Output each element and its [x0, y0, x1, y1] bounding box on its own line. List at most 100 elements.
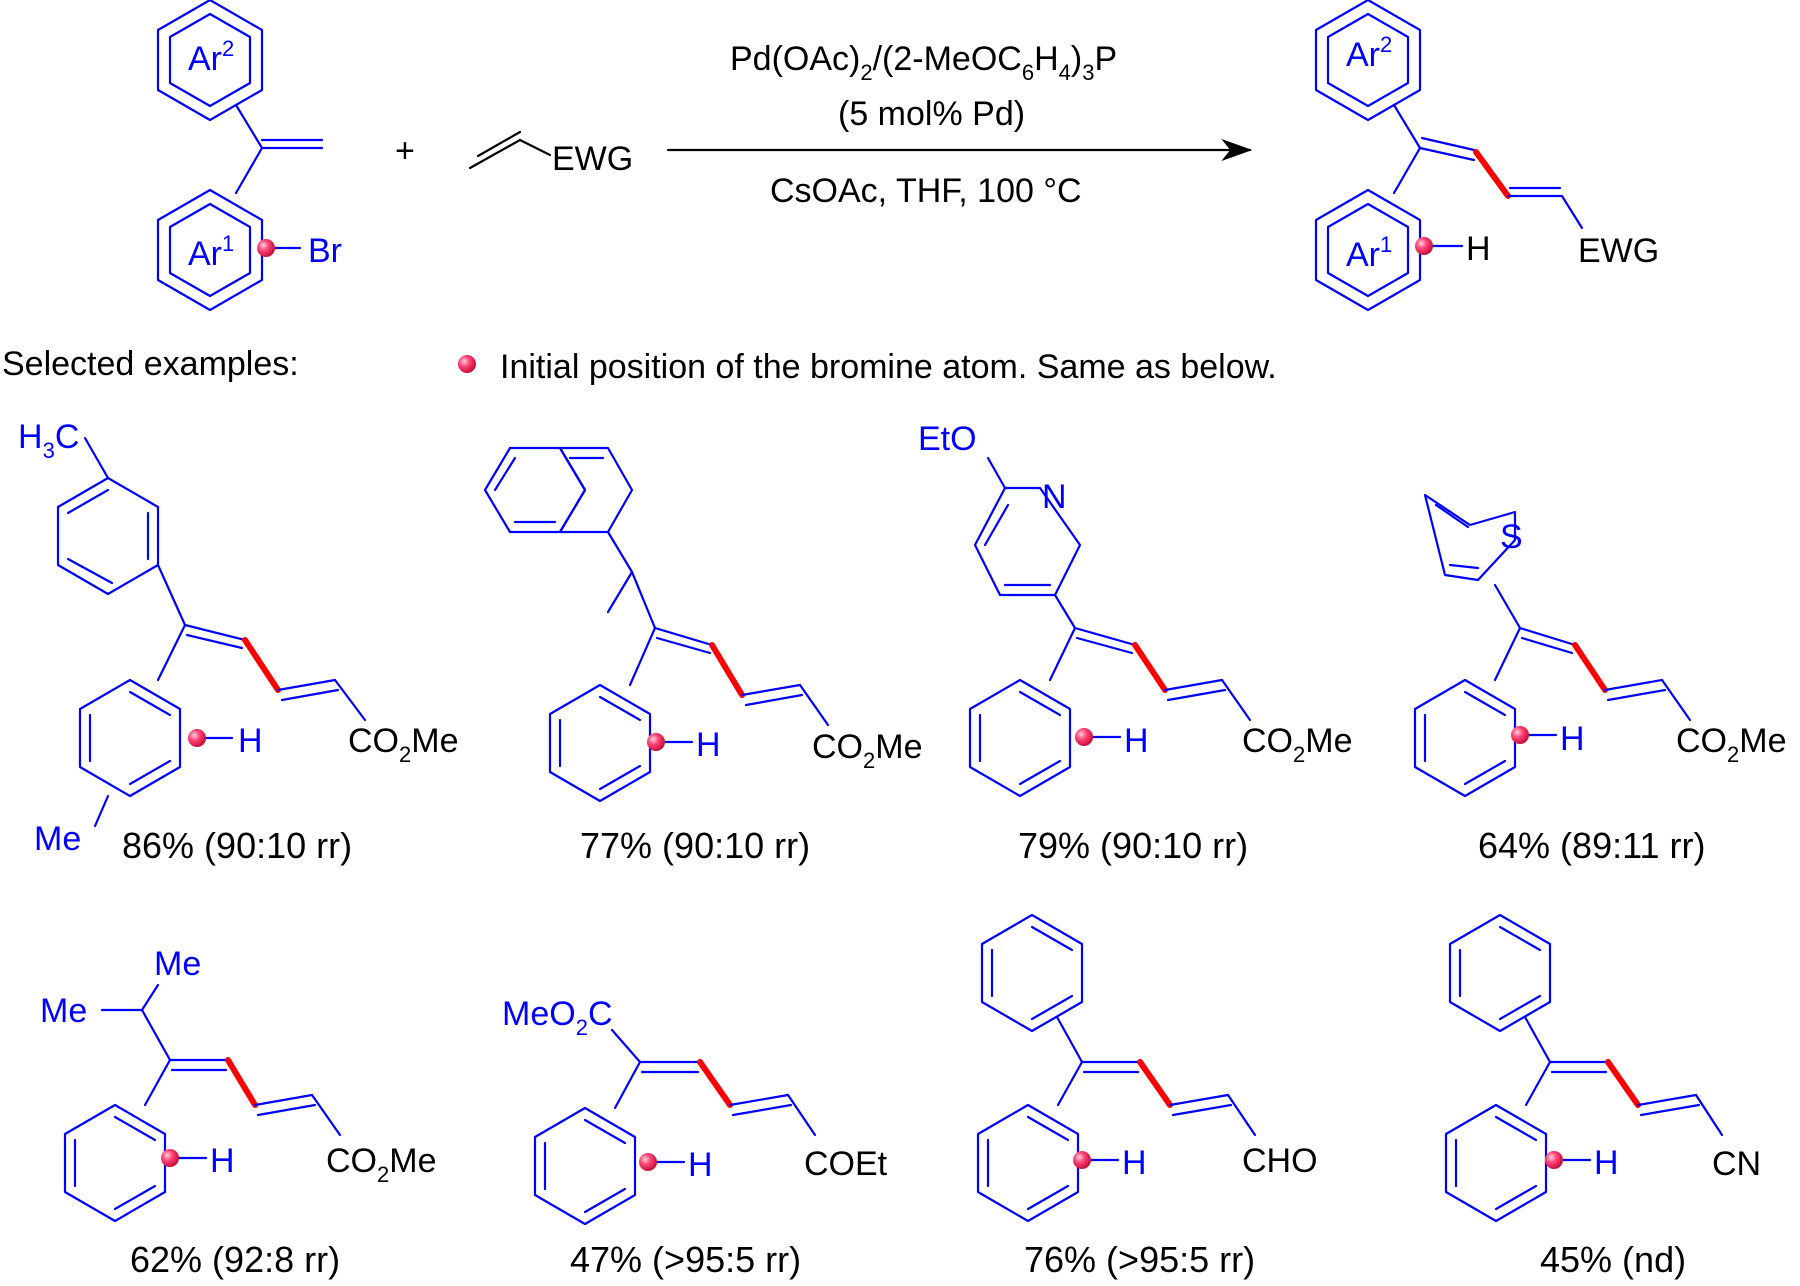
ring-inner: [1030, 994, 1074, 1021]
new-bond: [697, 1059, 733, 1108]
alkene-bond: [1418, 146, 1476, 162]
ex4-thienyl-ring: [1423, 493, 1517, 582]
ring-inner: [598, 695, 642, 722]
reactant-br-label: Br: [308, 232, 342, 270]
ring-inner: [1498, 994, 1542, 1021]
bond: [1048, 626, 1077, 682]
new-bond: [1572, 642, 1608, 693]
ring-inner: [1434, 503, 1470, 529]
bond: [630, 570, 657, 630]
bromine-dot-icon: [458, 355, 476, 373]
new-bond: [1132, 642, 1168, 693]
bond: [786, 1093, 817, 1137]
bond: [610, 1028, 642, 1064]
ex3-ewg-label: CO2Me: [1242, 722, 1352, 767]
reactant-ar2-label: Ar2: [188, 36, 234, 78]
example-2: CO2Me H 77% (90:10 rr): [483, 446, 922, 866]
ring-inner: [66, 488, 110, 515]
ring-inner: [1463, 690, 1507, 717]
example-7: CHO H 76% (>95:5 rr): [976, 913, 1318, 1280]
bond: [1524, 1060, 1552, 1107]
ex7-aryl-ring: [976, 1103, 1080, 1223]
ex6-ewg-label: COEt: [804, 1145, 888, 1183]
bromine-dot-icon: [1415, 237, 1433, 255]
ring-inner: [1494, 1184, 1538, 1211]
alkene-bond: [276, 678, 337, 692]
bond: [628, 626, 657, 687]
ex8-phenyl-ring: [1448, 913, 1552, 1033]
product-h-label: H: [1466, 230, 1491, 268]
dot-note: Initial position of the bromine atom. Sa…: [500, 348, 1277, 386]
ring-inner: [1463, 759, 1507, 786]
ex1-methyl-label: H3C: [18, 418, 79, 463]
alkene-bond: [740, 683, 802, 697]
alkene-bond-2: [1075, 636, 1134, 655]
bond: [1226, 1093, 1257, 1137]
acrylate-reagent: EWG: [468, 130, 633, 178]
product-structure: Ar2 EWG Ar1 H: [1314, 0, 1659, 312]
bond: [1660, 678, 1692, 722]
ring-edge: [606, 570, 634, 614]
ex1-h-label: H: [238, 722, 263, 760]
ex8-aryl-ring: [1444, 1103, 1548, 1223]
alkene-bond: [1163, 678, 1224, 692]
new-bond: [1473, 149, 1511, 199]
new-bond: [1137, 1059, 1173, 1108]
alkene-bond-2: [1639, 1103, 1701, 1117]
ex2-h-label: H: [696, 726, 721, 764]
ex7-h-label: H: [1122, 1144, 1147, 1182]
bond: [83, 436, 110, 480]
product-ar2-ring-inner: [1326, 12, 1410, 108]
alkene-bond-2: [1420, 136, 1476, 152]
bromine-dot-icon: [1511, 726, 1529, 744]
ex8-h-label: H: [1594, 1144, 1619, 1182]
bond: [143, 1058, 172, 1107]
conditions-catalyst: Pd(OAc)2/(2-MeOC6H4)3P: [730, 40, 1117, 85]
product-ar1-label: Ar1: [1346, 232, 1392, 274]
ex6-h-label: H: [688, 1146, 713, 1184]
alkene-bond: [1636, 1093, 1698, 1107]
new-bond: [709, 642, 745, 698]
ex3-n-label: N: [1042, 478, 1067, 516]
bond: [986, 456, 1007, 490]
bond: [606, 530, 634, 574]
bond: [1053, 593, 1077, 630]
ring-inner: [113, 1115, 157, 1142]
ex5-me2-label: Me: [40, 992, 87, 1030]
ring-inner: [1448, 563, 1480, 570]
bromine-dot-icon: [1073, 1151, 1091, 1169]
bond: [140, 983, 160, 1012]
ring-inner: [598, 764, 642, 791]
alkene-bond: [1518, 626, 1577, 647]
ring-inner: [583, 1187, 627, 1214]
bond: [1392, 103, 1422, 150]
ex5-h-label: H: [210, 1142, 235, 1180]
ring-inner: [1030, 925, 1074, 952]
bond: [1056, 1060, 1084, 1107]
ex4-s-label: S: [1500, 518, 1523, 556]
alkene-bond: [653, 626, 714, 647]
ex2-yield: 77% (90:10 rr): [580, 825, 810, 866]
selected-examples-label: Selected examples:: [2, 345, 299, 383]
ex2-aryl-ring: [548, 683, 652, 803]
ex1-tolyl-ring: [56, 476, 160, 596]
product-ewg-label: EWG: [1578, 232, 1659, 270]
example-1: H3C CO2Me H Me 86% (90:10 rr): [18, 418, 458, 866]
bond: [1493, 583, 1522, 630]
bromine-dot-icon: [647, 733, 665, 751]
bond: [234, 103, 264, 150]
new-bond: [225, 1057, 258, 1108]
ring-inner: [983, 503, 1010, 547]
ar2-ring-inner: [168, 12, 252, 108]
ring-inner: [583, 1118, 627, 1145]
bond: [1220, 678, 1252, 722]
ex4-ewg-label: CO2Me: [1676, 722, 1786, 767]
ex7-ewg-label: CHO: [1242, 1142, 1318, 1180]
ring-inner: [1498, 925, 1542, 952]
product-ar1-ring: [1314, 188, 1422, 312]
product-ar1-ring-inner: [1326, 202, 1410, 298]
alkene-bond: [183, 623, 247, 642]
bromine-dot-icon: [188, 729, 206, 747]
ring-inner: [1018, 759, 1062, 786]
